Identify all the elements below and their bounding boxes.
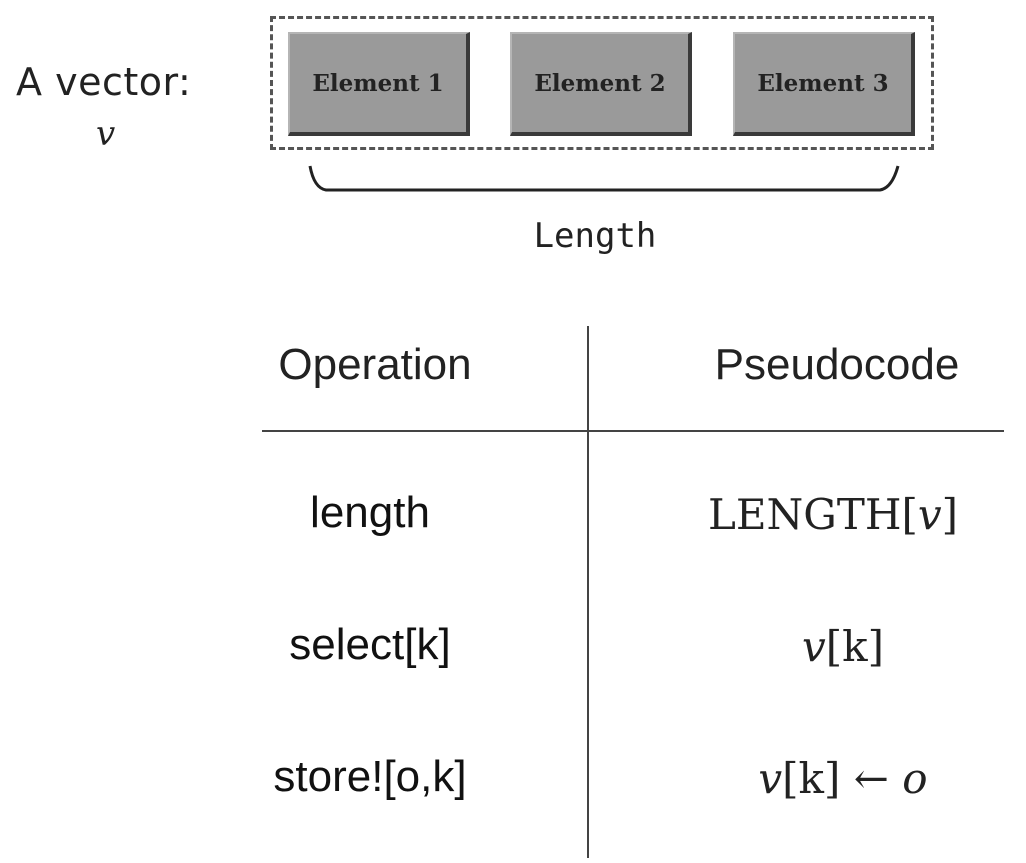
vector-variable: v bbox=[96, 114, 116, 154]
header-operation: Operation bbox=[278, 340, 472, 389]
pseudocode-store: v[k] ← o bbox=[758, 754, 928, 803]
vector-label: A vector: bbox=[16, 60, 192, 104]
pseudocode-length: LENGTH[v] bbox=[707, 490, 958, 539]
length-brace bbox=[308, 165, 900, 192]
table-header-divider bbox=[262, 430, 1004, 432]
pseudocode-select: v[k] bbox=[802, 622, 884, 671]
operation-length: length bbox=[310, 488, 430, 537]
header-pseudocode: Pseudocode bbox=[714, 340, 960, 389]
vector-element-3: Element 3 bbox=[733, 32, 915, 136]
vector-outline bbox=[270, 16, 934, 150]
table-column-divider bbox=[587, 326, 589, 858]
vector-element-2: Element 2 bbox=[510, 32, 692, 136]
operation-select: select[k] bbox=[289, 620, 451, 669]
operation-store: store![o,k] bbox=[273, 752, 467, 801]
length-label: Length bbox=[533, 216, 657, 256]
vector-element-1: Element 1 bbox=[288, 32, 470, 136]
